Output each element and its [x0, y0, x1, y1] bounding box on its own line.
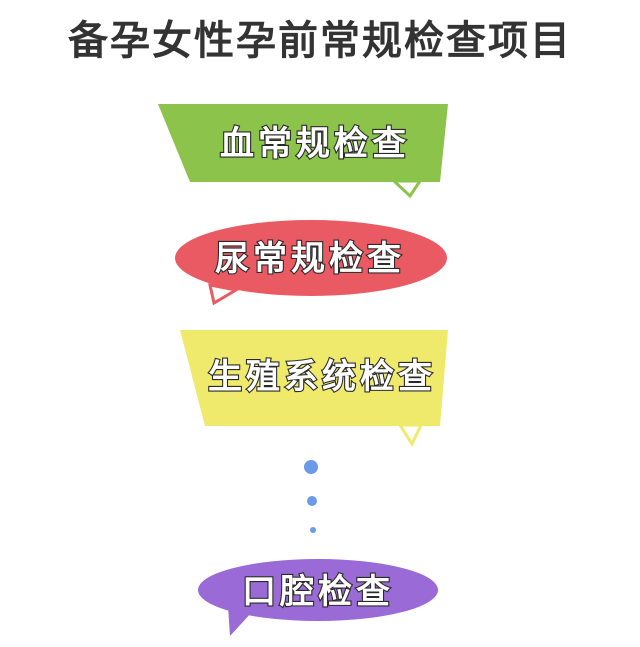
ellipsis-dot	[307, 496, 317, 506]
banner-tail	[397, 423, 424, 448]
item-reproductive-system: 生殖系统检查	[180, 330, 448, 448]
item-label: 口腔检查	[242, 572, 394, 612]
item-oral: 口腔检查	[198, 559, 438, 636]
ellipsis-dot	[304, 460, 318, 474]
yellow-banner	[180, 330, 448, 426]
banner-tail	[390, 179, 423, 199]
item-label: 生殖系统检查	[208, 357, 436, 397]
item-label: 尿常规检查	[215, 239, 405, 279]
purple-bubble	[198, 559, 438, 621]
bubble-tail	[208, 283, 241, 306]
item-label: 血常规检查	[220, 124, 410, 164]
item-blood-routine: 血常规检查	[158, 104, 448, 199]
green-banner	[158, 104, 448, 182]
item-urine-routine: 尿常规检查	[175, 220, 447, 306]
page-title: 备孕女性孕前常规检查项目	[68, 18, 572, 64]
ellipsis-dot	[310, 527, 316, 533]
red-bubble	[175, 220, 447, 296]
